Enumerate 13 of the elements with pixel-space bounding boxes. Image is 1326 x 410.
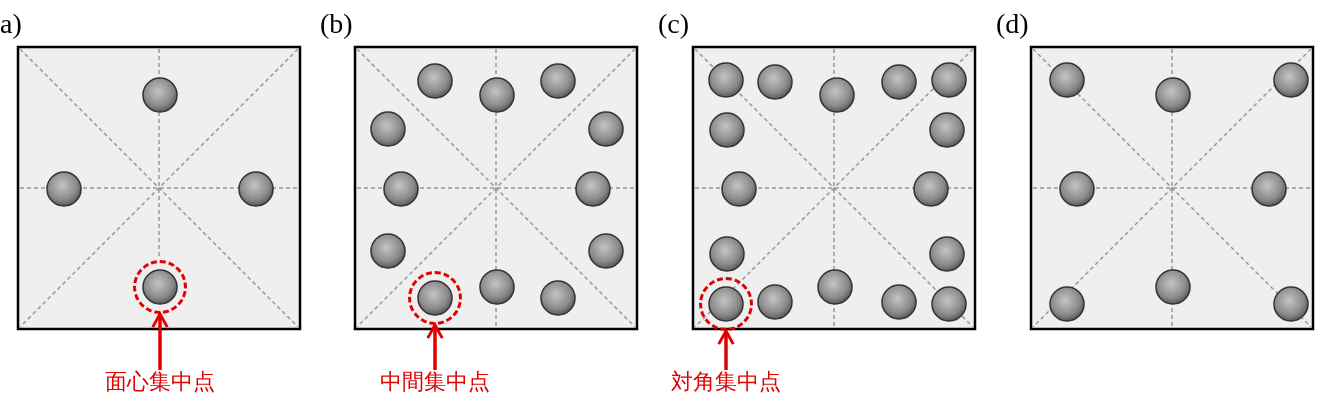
callout-label: 面心集中点 xyxy=(105,370,215,395)
highlight-ring xyxy=(699,277,753,331)
leader-arrow xyxy=(151,312,169,370)
panel-label: a) xyxy=(0,10,22,38)
callout-label: 中間集中点 xyxy=(380,370,490,395)
leader-arrow xyxy=(717,329,735,370)
callout-label: 対角集中点 xyxy=(671,370,781,395)
leader-arrow xyxy=(426,323,444,370)
highlight-ring xyxy=(408,271,462,325)
panel-label: (b) xyxy=(320,10,353,38)
panel-label: (d) xyxy=(996,10,1029,38)
highlight-ring xyxy=(133,260,187,314)
panel-label: (c) xyxy=(658,10,690,38)
